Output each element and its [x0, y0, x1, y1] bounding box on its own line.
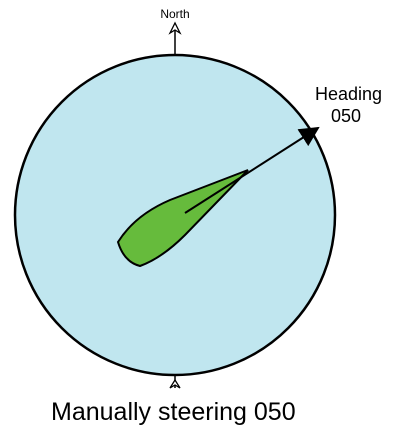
heading-label: Heading	[315, 84, 382, 104]
north-arrow-icon	[170, 23, 180, 55]
north-label: North	[160, 7, 189, 21]
south-tail-icon	[170, 375, 180, 388]
caption: Manually steering 050	[51, 398, 296, 426]
heading-value: 050	[331, 106, 361, 126]
